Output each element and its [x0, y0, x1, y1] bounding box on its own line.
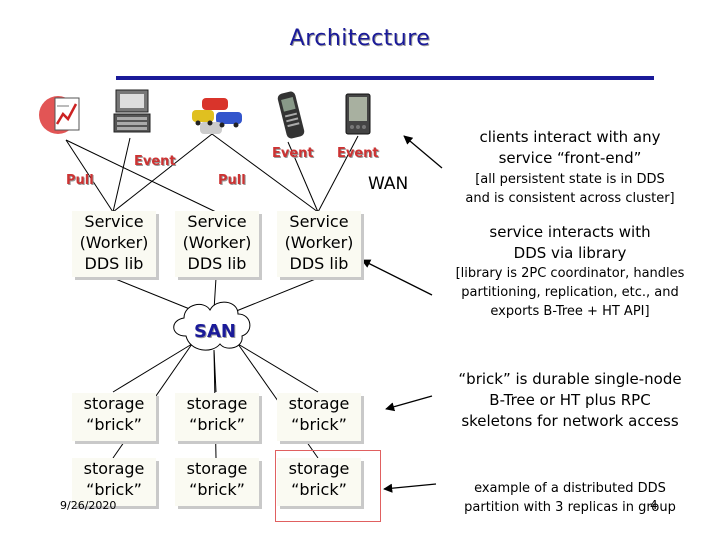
laptop-icon	[113, 89, 151, 133]
storage-brick: storage “brick”	[72, 458, 156, 506]
cars-icon	[192, 98, 242, 134]
link-service3-san	[223, 277, 319, 317]
storage-brick-line: “brick”	[291, 415, 347, 434]
clients-note: clients interact with any service “front…	[440, 127, 700, 169]
arrow-service-to-box	[361, 259, 433, 296]
service-box-line: (Worker)	[79, 233, 149, 252]
storage-brick: storage “brick”	[277, 458, 361, 506]
service-box-line: Service	[84, 212, 144, 231]
event-label: Event	[134, 154, 176, 169]
storage-brick-line: “brick”	[86, 480, 142, 499]
page-title: Architecture	[289, 26, 431, 51]
storage-brick: storage “brick”	[277, 393, 361, 441]
note-line: [all persistent state is in DDS	[475, 172, 665, 187]
storage-brick-line: storage	[288, 459, 350, 478]
pda-icon	[345, 93, 371, 135]
arrow-brick-to-storage	[385, 395, 433, 412]
service-box-line: (Worker)	[182, 233, 252, 252]
storage-brick: storage “brick”	[72, 393, 156, 441]
note-line: skeletons for network access	[461, 412, 679, 430]
note-line: [library is 2PC coordinator, handles	[455, 266, 685, 281]
san-label: SAN	[194, 321, 236, 342]
persistent-state-note: [all persistent state is in DDS and is c…	[430, 170, 710, 208]
note-line: exports B-Tree + HT API]	[490, 304, 650, 319]
storage-brick-line: storage	[83, 394, 145, 413]
service-box-line: (Worker)	[284, 233, 354, 252]
service-box-line: DDS lib	[289, 254, 349, 273]
link-client5-service3	[317, 135, 359, 213]
title-underline	[116, 76, 654, 80]
event-label: Event	[272, 146, 314, 161]
storage-brick-line: “brick”	[291, 480, 347, 499]
chart-document-icon	[39, 96, 80, 134]
pull-label: Pull	[66, 173, 94, 188]
note-line: service “front-end”	[498, 149, 642, 167]
brick-note: “brick” is durable single-node B-Tree or…	[430, 369, 710, 432]
note-line: “brick” is durable single-node	[458, 370, 682, 388]
service-box: Service (Worker) DDS lib	[277, 211, 361, 277]
storage-brick-line: storage	[186, 459, 248, 478]
link-client2-service1	[112, 137, 131, 213]
arrow-clients-to-wan	[403, 135, 443, 169]
link-client1-service1	[65, 139, 114, 213]
storage-brick-line: “brick”	[189, 480, 245, 499]
note-line: B-Tree or HT plus RPC	[489, 391, 651, 409]
service-box: Service (Worker) DDS lib	[175, 211, 259, 277]
example-note: example of a distributed DDS partition w…	[428, 479, 712, 517]
note-line: partitioning, replication, etc., and	[461, 285, 679, 300]
link-client3-service3	[211, 133, 319, 213]
service-box-line: DDS lib	[187, 254, 247, 273]
event-label: Event	[337, 146, 379, 161]
storage-brick-line: storage	[186, 394, 248, 413]
library-note: [library is 2PC coordinator, handles par…	[428, 264, 712, 321]
mobile-phone-icon	[277, 91, 305, 139]
link-san-storage3	[237, 343, 319, 393]
service-box-line: Service	[187, 212, 247, 231]
link-client3-service1	[112, 133, 213, 213]
storage-brick-line: storage	[288, 394, 350, 413]
service-box-line: Service	[289, 212, 349, 231]
footer-date: 9/26/2020	[60, 499, 117, 512]
arrow-example-to-group	[383, 483, 437, 493]
note-line: service interacts with	[489, 223, 651, 241]
wan-label: WAN	[368, 174, 409, 194]
san-cloud	[173, 301, 251, 351]
storage-brick-line: “brick”	[86, 415, 142, 434]
storage-brick-line: storage	[83, 459, 145, 478]
note-line: partition with 3 replicas in group	[464, 500, 676, 515]
pull-label: Pull	[218, 173, 246, 188]
storage-brick: storage “brick”	[175, 458, 259, 506]
link-san-storage1	[112, 343, 193, 393]
link-client4-service3	[287, 141, 319, 213]
storage-brick: storage “brick”	[175, 393, 259, 441]
note-line: clients interact with any	[479, 128, 661, 146]
note-line: and is consistent across cluster]	[465, 191, 675, 206]
service-box: Service (Worker) DDS lib	[72, 211, 156, 277]
note-line: example of a distributed DDS	[474, 481, 666, 496]
service-note: service interacts with DDS via library	[430, 222, 710, 264]
page-number: 4	[650, 498, 658, 512]
service-box-line: DDS lib	[84, 254, 144, 273]
link-client1-service2	[65, 139, 217, 213]
note-line: DDS via library	[513, 244, 627, 262]
storage-brick-line: “brick”	[189, 415, 245, 434]
replica-group-highlight	[275, 450, 381, 522]
